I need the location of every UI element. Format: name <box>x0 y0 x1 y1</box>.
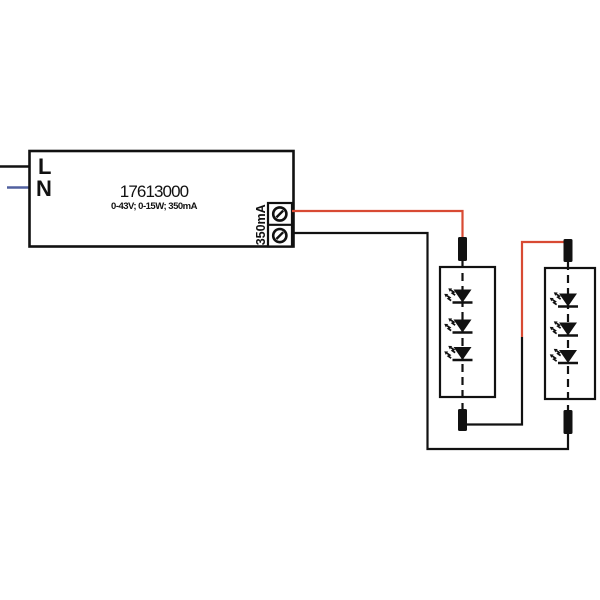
driver-outline <box>28 149 295 248</box>
connector-pin <box>563 239 573 262</box>
led-icon <box>444 288 472 302</box>
output-terminal-block: 350mA <box>254 201 294 248</box>
output-current-label: 350mA <box>254 204 268 245</box>
positive-wire <box>292 209 464 240</box>
driver-specs: 0-43V; 0-15W; 350mA <box>111 201 198 212</box>
led-icon <box>444 318 472 332</box>
led-icon <box>550 349 578 363</box>
led-icon <box>550 321 578 335</box>
screw-terminal-icon <box>271 227 288 244</box>
led-icon <box>444 346 472 360</box>
led-driver: L N 17613000 0-43V; 0-15W; 350mA 350mA <box>28 149 295 248</box>
driver-part-number: 17613000 <box>120 182 189 201</box>
screw-terminal-icon <box>271 206 288 222</box>
terminal-label-neutral: N <box>36 176 52 201</box>
led-module-2 <box>543 239 597 434</box>
module-outline <box>438 265 497 399</box>
return-wire <box>292 231 570 451</box>
interconnect-wire-black <box>464 337 524 426</box>
connector-pin <box>458 409 467 431</box>
led-module-1 <box>438 237 497 431</box>
connector-pin <box>458 237 467 261</box>
interconnect-wire-red <box>520 240 566 337</box>
module-outline <box>543 266 597 401</box>
terminal-label-live: L <box>38 154 51 179</box>
connector-pin <box>563 410 573 434</box>
led-icon <box>550 292 578 306</box>
